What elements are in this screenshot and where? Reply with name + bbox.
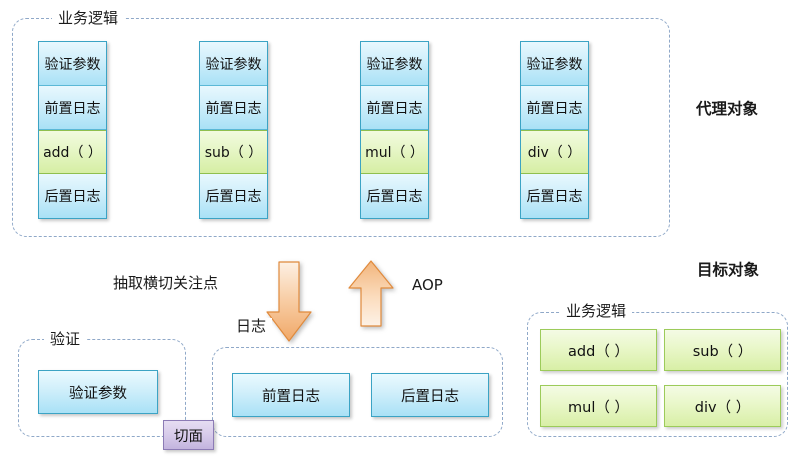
card-cell-before-log: 前置日志 bbox=[39, 86, 106, 130]
card-cell-method: div（ ） bbox=[521, 130, 588, 174]
card-cell-after-log: 后置日志 bbox=[361, 174, 428, 218]
proxy-method-card[interactable]: 验证参数 前置日志 div（ ） 后置日志 bbox=[520, 41, 589, 219]
target-method-div[interactable]: div（ ） bbox=[664, 385, 781, 427]
after-log-box[interactable]: 后置日志 bbox=[371, 373, 489, 417]
extract-concerns-label: 抽取横切关注点 bbox=[113, 274, 219, 292]
card-cell-validate: 验证参数 bbox=[361, 42, 428, 86]
card-cell-after-log: 后置日志 bbox=[39, 174, 106, 218]
card-cell-validate: 验证参数 bbox=[200, 42, 267, 86]
target-method-mul[interactable]: mul（ ） bbox=[540, 385, 657, 427]
validate-group-label: 验证 bbox=[44, 331, 87, 347]
validate-aspect-group bbox=[18, 339, 186, 437]
proxy-method-card[interactable]: 验证参数 前置日志 mul（ ） 后置日志 bbox=[360, 41, 429, 219]
target-method-add[interactable]: add（ ） bbox=[540, 329, 657, 371]
card-cell-after-log: 后置日志 bbox=[200, 174, 267, 218]
card-cell-before-log: 前置日志 bbox=[361, 86, 428, 130]
proxy-method-card[interactable]: 验证参数 前置日志 sub（ ） 后置日志 bbox=[199, 41, 268, 219]
aop-label: AOP bbox=[412, 276, 443, 294]
card-cell-validate: 验证参数 bbox=[39, 42, 106, 86]
validate-param-box[interactable]: 验证参数 bbox=[38, 370, 158, 414]
down-arrow-icon bbox=[265, 260, 313, 344]
card-cell-method: sub（ ） bbox=[200, 130, 267, 174]
card-cell-before-log: 前置日志 bbox=[521, 86, 588, 130]
card-cell-method: mul（ ） bbox=[361, 130, 428, 174]
proxy-method-card[interactable]: 验证参数 前置日志 add（ ） 后置日志 bbox=[38, 41, 107, 219]
target-object-side-label: 目标对象 bbox=[697, 261, 760, 279]
card-cell-method: add（ ） bbox=[39, 130, 106, 174]
card-cell-validate: 验证参数 bbox=[521, 42, 588, 86]
target-group-label: 业务逻辑 bbox=[560, 303, 633, 319]
before-log-box[interactable]: 前置日志 bbox=[232, 373, 350, 417]
proxy-object-group bbox=[12, 18, 670, 237]
target-method-sub[interactable]: sub（ ） bbox=[664, 329, 781, 371]
card-cell-before-log: 前置日志 bbox=[200, 86, 267, 130]
log-aspect-group bbox=[212, 347, 503, 437]
up-arrow-icon bbox=[347, 259, 395, 329]
log-group-label: 日志 bbox=[230, 318, 273, 334]
card-cell-after-log: 后置日志 bbox=[521, 174, 588, 218]
aspect-badge[interactable]: 切面 bbox=[163, 420, 214, 450]
proxy-object-side-label: 代理对象 bbox=[696, 100, 759, 118]
proxy-group-label: 业务逻辑 bbox=[52, 10, 125, 26]
target-business-logic-group bbox=[527, 312, 788, 437]
